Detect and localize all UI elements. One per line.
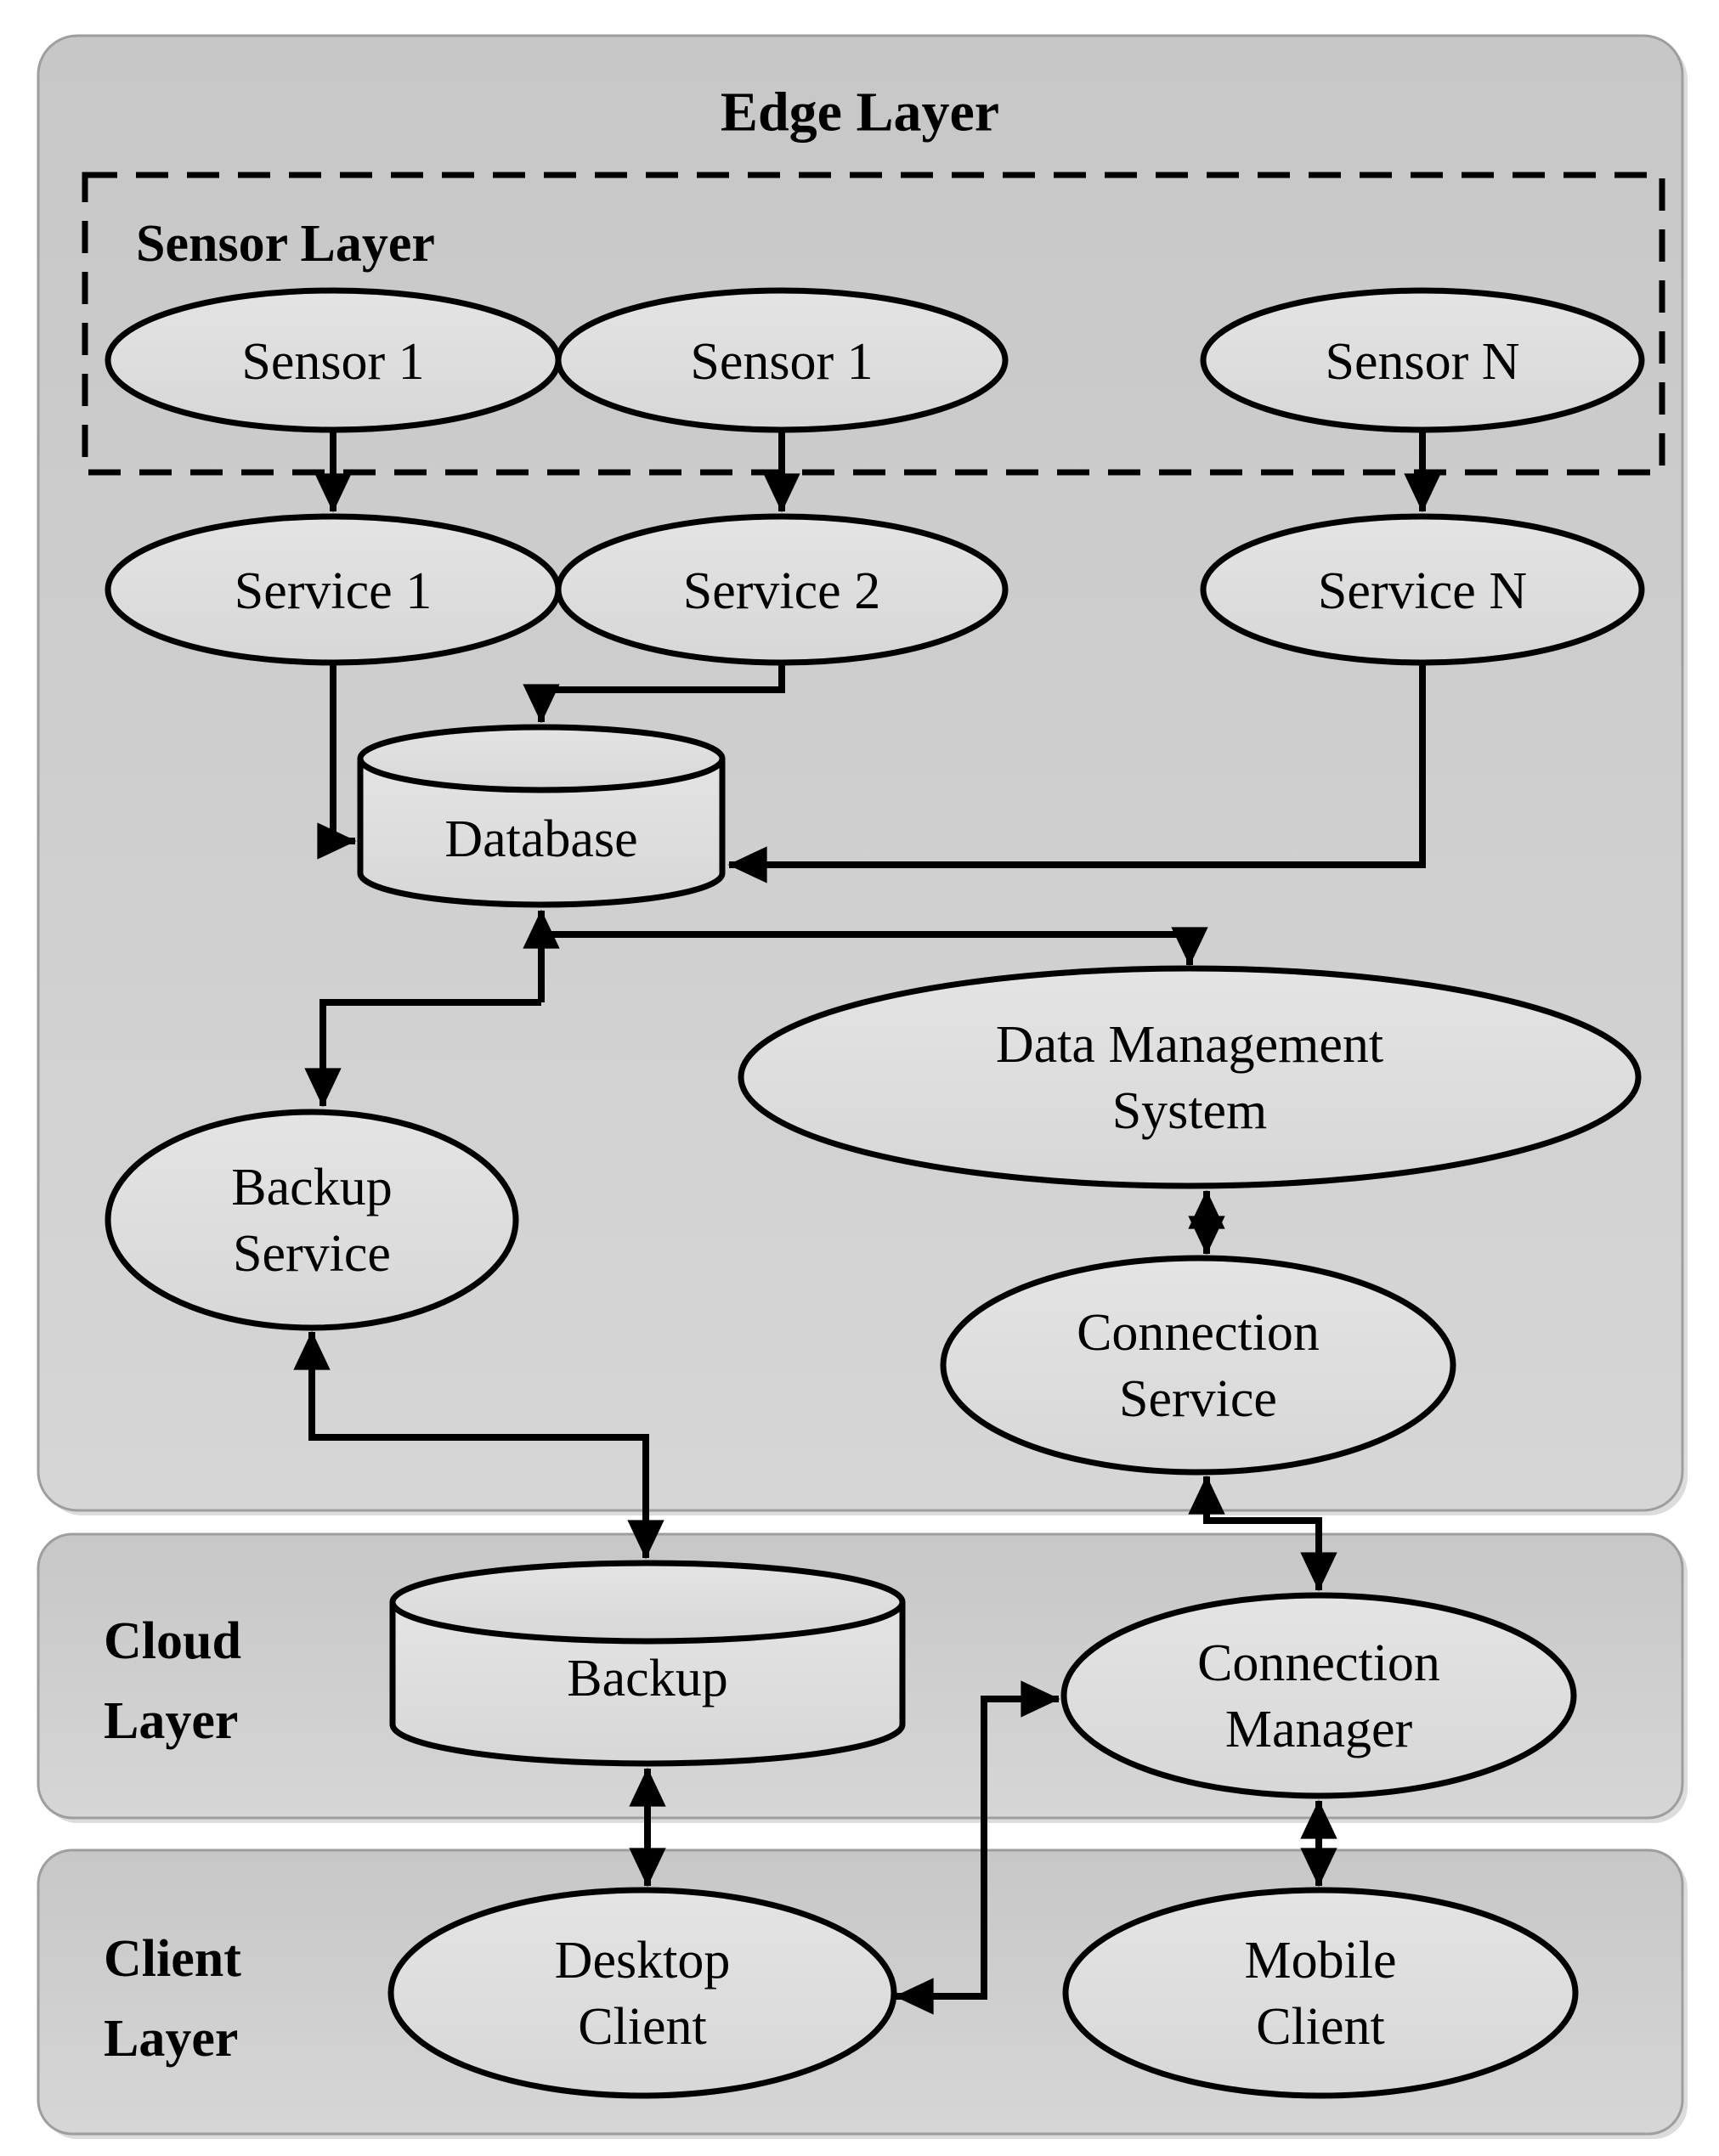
connector-service2-to-database <box>523 663 785 724</box>
client-layer-title-line2: Layer <box>104 2010 238 2068</box>
connector-backup-service-backup <box>293 1330 664 1560</box>
sensor2-ellipse <box>555 287 1009 433</box>
node-desktop-client: Desktop Client <box>387 1887 897 2099</box>
node-connection-manager: Connection Manager <box>1060 1592 1577 1799</box>
connection-service-label-line1: Connection <box>1077 1304 1320 1362</box>
node-connection-service: Connection Service <box>940 1255 1456 1476</box>
connector-database-to-backup-service <box>304 999 541 1108</box>
dms-ellipse <box>738 965 1642 1189</box>
node-backup-service: Backup Service <box>105 1109 519 1331</box>
node-database: Database <box>357 724 726 908</box>
sensorN-label: Sensor N <box>1325 333 1519 391</box>
dms-label-line1: Data Management <box>996 1016 1383 1074</box>
backup-label: Backup <box>567 1650 727 1707</box>
client-layer-title-line1: Client <box>104 1930 241 1988</box>
backup-cylinder-lid <box>389 1560 906 1645</box>
node-mobile-client: Mobile Client <box>1062 1887 1579 2099</box>
serviceN-label: Service N <box>1318 562 1527 620</box>
sensor1-label: Sensor 1 <box>241 333 424 391</box>
desktop-client-label-line1: Desktop <box>555 1932 731 1990</box>
service2-label: Service 2 <box>683 562 880 620</box>
node-sensor1: Sensor 1 <box>105 287 562 433</box>
mobile-client-label-line1: Mobile <box>1244 1932 1396 1990</box>
node-service1: Service 1 <box>105 513 562 666</box>
node-backup: Backup <box>389 1560 906 1767</box>
mobile-client-ellipse <box>1062 1887 1579 2099</box>
node-service2: Service 2 <box>555 513 1009 666</box>
connection-service-label-line2: Service <box>1119 1370 1277 1428</box>
node-data-management-system: Data Management System <box>738 965 1642 1189</box>
connection-manager-label-line2: Manager <box>1225 1701 1413 1758</box>
cloud-layer-title-line2: Layer <box>104 1692 238 1750</box>
backup-service-label-line1: Backup <box>231 1159 392 1216</box>
connector-service1-to-database <box>317 663 357 860</box>
edge-layer-title: Edge Layer <box>721 82 999 144</box>
cloud-layer-title-line1: Cloud <box>104 1612 241 1670</box>
connector-connection-manager-desktop-client <box>894 1680 1060 2015</box>
database-label: Database <box>444 810 637 868</box>
node-sensor2: Sensor 1 <box>555 287 1009 433</box>
connector-connection-service-connection-manager <box>1188 1475 1337 1592</box>
connector-database-to-dms <box>541 927 1208 967</box>
sensor-layer-title: Sensor Layer <box>136 215 435 273</box>
sensorN-ellipse <box>1200 287 1645 433</box>
sensor2-label: Sensor 1 <box>690 333 873 391</box>
backup-cylinder-body <box>389 1602 906 1767</box>
database-cylinder-body <box>357 759 726 908</box>
connector-serviceN-to-database <box>727 663 1426 883</box>
backup-service-label-line2: Service <box>233 1225 391 1283</box>
desktop-client-label-line2: Client <box>578 1998 707 2056</box>
connection-manager-ellipse <box>1060 1592 1577 1799</box>
service2-ellipse <box>555 513 1009 666</box>
connection-service-ellipse <box>940 1255 1456 1476</box>
desktop-client-ellipse <box>387 1887 897 2099</box>
database-cylinder-lid <box>357 724 726 793</box>
serviceN-ellipse <box>1200 513 1645 666</box>
node-sensor-n: Sensor N <box>1200 287 1645 433</box>
node-service-n: Service N <box>1200 513 1645 666</box>
connection-manager-label-line1: Connection <box>1197 1634 1440 1692</box>
sensor-layer-dashed-box <box>82 172 1665 476</box>
mobile-client-label-line2: Client <box>1256 1998 1385 2056</box>
backup-service-ellipse <box>105 1109 519 1331</box>
dms-label-line2: System <box>1112 1082 1268 1140</box>
service1-label: Service 1 <box>235 562 432 620</box>
